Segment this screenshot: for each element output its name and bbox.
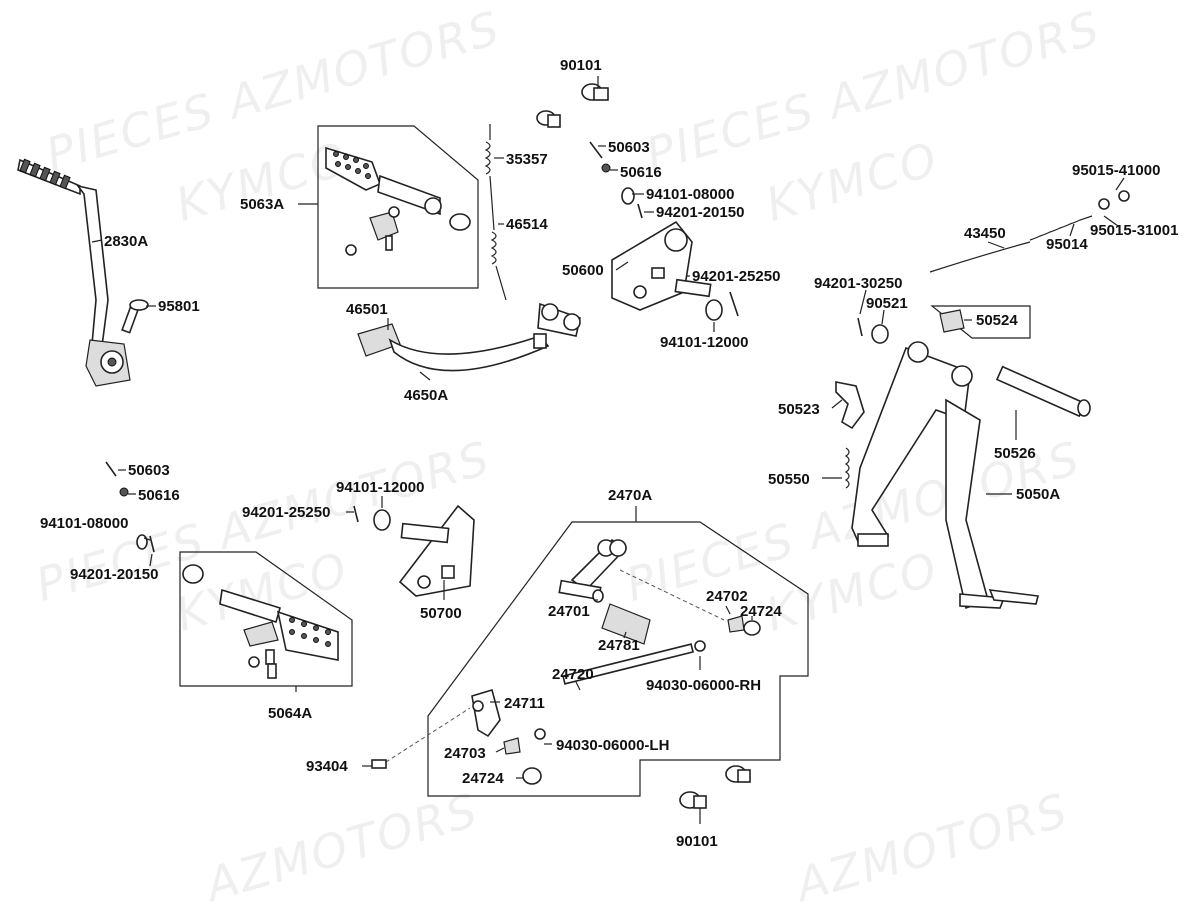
part-label: 94030-06000-RH (646, 677, 761, 694)
part-label: 24711 (504, 695, 545, 712)
footrest-right (325, 146, 471, 256)
kick-starter-lever (17, 158, 131, 387)
cotter-94201-20150 (637, 203, 643, 219)
nut-50616-left (119, 487, 129, 497)
part-label: 94030-06000-LH (556, 737, 669, 754)
part-label: 50603 (608, 139, 650, 156)
part-label: 50526 (994, 445, 1036, 462)
bracket-plate-50700 (398, 504, 475, 597)
group-outline-2470A (427, 521, 809, 797)
leader-lines (91, 76, 1125, 824)
cotter-94201-20150-left (149, 535, 155, 553)
part-label: 2830A (104, 233, 148, 250)
part-label: 94101-12000 (336, 479, 424, 496)
washer-94101-12000 (705, 299, 723, 321)
part-label: 95015-31001 (1090, 222, 1178, 239)
part-label: 24720 (552, 666, 594, 683)
part-label: 24724 (462, 770, 504, 787)
bracket-plate-50600 (611, 220, 712, 311)
group-outline-5063A (317, 125, 479, 289)
part-label: 94201-25250 (692, 268, 780, 285)
part-label: 50550 (768, 471, 810, 488)
part-label: 24702 (706, 588, 748, 605)
part-label: 95015-41000 (1072, 162, 1160, 179)
part-label: 35357 (506, 151, 548, 168)
cotter-94201-30250 (857, 317, 863, 337)
cotter-94201-25250-left (353, 505, 359, 523)
part-label: 24703 (444, 745, 486, 762)
part-label: 94201-20150 (70, 566, 158, 583)
part-label: 94201-25250 (242, 504, 330, 521)
stopper-50524 (939, 309, 965, 333)
part-label: 94201-20150 (656, 204, 744, 221)
part-label: 24724 (740, 603, 782, 620)
part-label: 24701 (548, 603, 590, 620)
nut-50616 (601, 163, 611, 173)
bolt-90101-bottom (679, 765, 751, 809)
part-label: 5064A (268, 705, 312, 722)
bolt-95801 (121, 299, 149, 334)
part-label: 94101-08000 (646, 186, 734, 203)
washer-90521 (871, 324, 889, 344)
part-label: 50524 (976, 312, 1018, 329)
pin-50603-left (105, 461, 117, 477)
part-label: 2470A (608, 487, 652, 504)
part-label: 94201-30250 (814, 275, 902, 292)
pin-50603 (589, 141, 603, 159)
main-stand (851, 341, 1039, 610)
spring-50550 (844, 447, 850, 489)
part-label: 50603 (128, 462, 170, 479)
part-label: 4650A (404, 387, 448, 404)
part-label: 46514 (506, 216, 548, 233)
part-label: 95014 (1046, 236, 1088, 253)
part-label: 5063A (240, 196, 284, 213)
part-label: 90101 (560, 57, 602, 74)
part-label: 50700 (420, 605, 462, 622)
group-outline-5064A (179, 551, 353, 687)
part-label: 95801 (158, 298, 200, 315)
part-label: 50616 (620, 164, 662, 181)
washer-94101-08000 (621, 187, 635, 205)
part-label: 94101-12000 (660, 334, 748, 351)
spring-46514 (490, 231, 507, 301)
brake-pedal (357, 302, 581, 372)
part-label: 5050A (1016, 486, 1060, 503)
gear-change-linkage (371, 539, 761, 785)
washer-94101-08000-left (136, 534, 148, 550)
part-label: 24781 (598, 637, 640, 654)
part-label: 50600 (562, 262, 604, 279)
spring-35357 (484, 124, 495, 231)
part-label: 93404 (306, 758, 348, 775)
footrest-left (182, 564, 339, 679)
washer-94101-12000-left (373, 509, 391, 531)
part-label: 43450 (964, 225, 1006, 242)
bolt-90101-top (536, 83, 609, 128)
part-label: 46501 (346, 301, 388, 318)
part-label: 90101 (676, 833, 718, 850)
part-label: 50616 (138, 487, 180, 504)
cable-43450 (929, 190, 1130, 273)
bracket-50523 (835, 381, 865, 430)
part-label: 90521 (866, 295, 908, 312)
shaft-50526 (995, 365, 1091, 418)
cotter-94201-25250 (729, 291, 739, 317)
part-label: 94101-08000 (40, 515, 128, 532)
part-label: 50523 (778, 401, 820, 418)
